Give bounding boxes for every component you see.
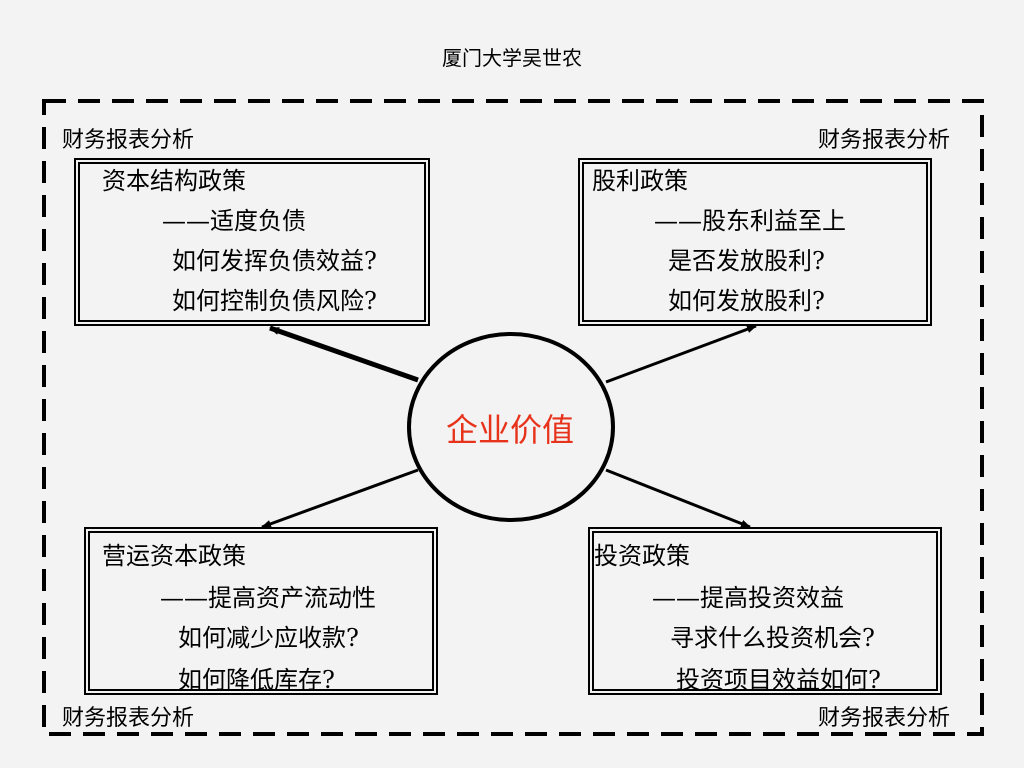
- center-circle: [407, 332, 615, 522]
- corner-label-top-left: 财务报表分析: [62, 128, 195, 153]
- investment-subtitle: ——提高投资效益: [652, 584, 844, 612]
- dividend-title: 股利政策: [592, 167, 688, 195]
- capital-structure-subtitle: ——适度负债: [162, 207, 306, 235]
- capital-structure-box: 资本结构政策 ——适度负债 如何发挥负债效益? 如何控制负债风险?: [74, 158, 430, 326]
- capital-structure-title: 资本结构政策: [102, 167, 246, 195]
- corner-label-top-right: 财务报表分析: [818, 128, 951, 153]
- working-capital-title: 营运资本政策: [102, 542, 246, 570]
- arrow-to-dividend: [605, 324, 757, 384]
- investment-question-1: 寻求什么投资机会?: [670, 624, 875, 652]
- working-capital-box: 营运资本政策 ——提高资产流动性 如何减少应收款? 如何降低库存?: [84, 527, 438, 695]
- working-capital-subtitle: ——提高资产流动性: [160, 584, 376, 612]
- working-capital-question-2: 如何降低库存?: [178, 666, 335, 694]
- dividend-question-2: 如何发放股利?: [668, 287, 825, 315]
- corner-label-bottom-right: 财务报表分析: [818, 706, 951, 731]
- slide-header: 厦门大学吴世农: [442, 46, 582, 70]
- investment-title: 投资政策: [594, 542, 690, 570]
- enterprise-value-label: 企业价值: [445, 411, 574, 449]
- working-capital-question-1: 如何减少应收款?: [178, 624, 359, 652]
- investment-question-2: 投资项目效益如何?: [676, 666, 881, 694]
- dividend-question-1: 是否发放股利?: [668, 247, 825, 275]
- arrow-to-capital-structure: [269, 325, 419, 383]
- arrow-to-working-capital: [261, 468, 419, 529]
- dashed-frame: [42, 99, 984, 736]
- capital-structure-question-2: 如何控制负债风险?: [172, 287, 377, 315]
- dividend-subtitle: ——股东利益至上: [654, 207, 846, 235]
- dividend-box: 股利政策 ——股东利益至上 是否发放股利? 如何发放股利?: [578, 158, 932, 326]
- corner-label-bottom-left: 财务报表分析: [62, 706, 195, 731]
- arrow-to-investment: [605, 468, 751, 529]
- capital-structure-question-1: 如何发挥负债效益?: [172, 247, 377, 275]
- investment-box: 投资政策 ——提高投资效益 寻求什么投资机会? 投资项目效益如何?: [588, 527, 942, 695]
